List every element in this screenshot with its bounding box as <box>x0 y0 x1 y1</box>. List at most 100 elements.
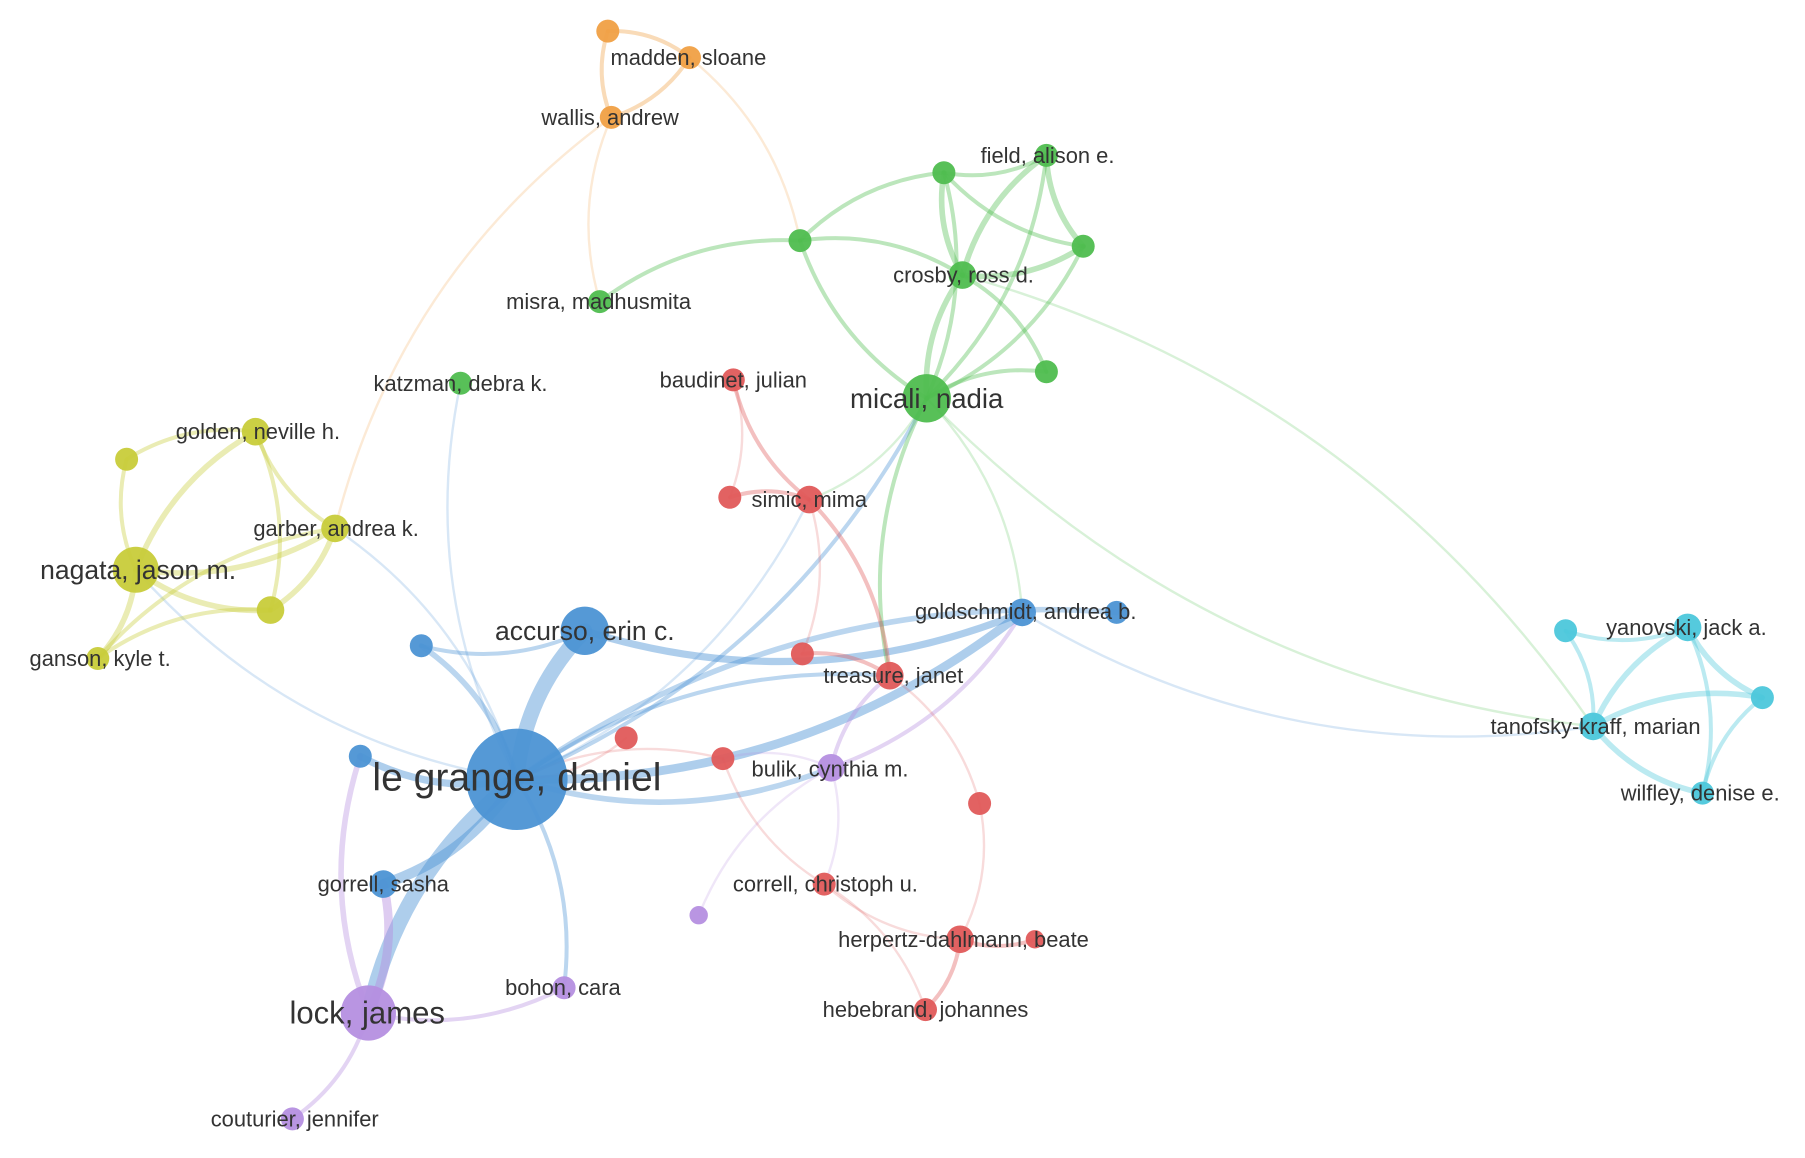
label-hebebrand: hebebrand, johannes <box>823 997 1029 1022</box>
edge-ganson-yellow_a <box>95 607 273 661</box>
label-madden: madden, sloane <box>611 45 767 70</box>
label-bulik: bulik, cynthia m. <box>752 757 909 782</box>
node-bulik[interactable] <box>817 754 845 782</box>
edge-garber-ganson <box>95 526 337 661</box>
edge-field-green_b <box>941 153 1049 178</box>
label-treasure: treasure, janet <box>823 663 963 688</box>
node-unlabeled-green_d[interactable] <box>1034 360 1058 384</box>
node-unlabeled-purple_a[interactable] <box>689 906 708 925</box>
node-couturier[interactable] <box>280 1107 304 1131</box>
label-wallis: wallis, andrew <box>540 105 679 130</box>
label-ganson: ganson, kyle t. <box>30 646 171 671</box>
node-wallis[interactable] <box>599 105 623 129</box>
node-simic[interactable] <box>795 485 824 514</box>
node-accurso[interactable] <box>560 606 609 655</box>
label-wilfley: wilfley, denise e. <box>1620 781 1780 806</box>
edge-herpertz-red_e <box>958 802 986 941</box>
label-legrange: le grange, daniel <box>372 757 661 800</box>
label-gorrell: gorrell, sasha <box>318 872 450 897</box>
edge-field-green_c <box>1043 152 1087 250</box>
edge-yanovski-wilfley <box>1685 625 1713 796</box>
edge-micali-treasure <box>877 396 929 678</box>
node-unlabeled-blue_a[interactable] <box>348 744 372 768</box>
node-yanovski[interactable] <box>1673 613 1702 642</box>
node-legrange[interactable] <box>466 728 568 830</box>
edge-tanofsky-cyan_a <box>1563 628 1596 729</box>
node-tanofsky[interactable] <box>1579 712 1607 741</box>
node-golden[interactable] <box>241 417 270 446</box>
edge-legrange-simic <box>515 498 811 781</box>
node-unlabeled-blue_b[interactable] <box>409 634 433 658</box>
label-goldschmidt: goldschmidt, andrea b. <box>915 599 1136 624</box>
node-wilfley[interactable] <box>1691 781 1714 805</box>
node-unlabeled-red_e[interactable] <box>968 792 992 815</box>
label-simic: simic, mima <box>752 487 868 512</box>
node-bohon[interactable] <box>552 976 576 1000</box>
node-unlabeled-red_f[interactable] <box>1025 930 1045 949</box>
edge-crosby-field <box>959 152 1050 278</box>
edge-simic-treasure <box>807 497 892 678</box>
edge-green_a-misra <box>597 238 803 304</box>
label-field: field, alison e. <box>981 143 1115 168</box>
node-field[interactable] <box>1034 143 1058 167</box>
node-herpertz[interactable] <box>946 925 974 954</box>
node-baudinet[interactable] <box>721 368 745 392</box>
node-crosby[interactable] <box>948 261 977 289</box>
node-unlabeled-blue_c[interactable] <box>1105 600 1129 624</box>
node-ganson[interactable] <box>86 647 110 670</box>
node-unlabeled-green_a[interactable] <box>788 229 812 253</box>
node-madden[interactable] <box>678 46 701 70</box>
node-unlabeled-red_d[interactable] <box>614 726 638 750</box>
node-unlabeled-red_b[interactable] <box>711 747 735 771</box>
edge-legrange-goldschmidt <box>512 608 1027 785</box>
label-couturier: couturier, jennifer <box>211 1106 379 1131</box>
edge-crosby-green_c <box>959 243 1087 280</box>
edge-herpertz-correll <box>823 882 962 941</box>
edge-bulik-purple_a <box>697 766 833 917</box>
node-unlabeled-cyan_a[interactable] <box>1554 619 1578 643</box>
edge-micali-goldschmidt <box>925 397 1024 614</box>
edge-bulik-goldschmidt <box>829 610 1025 770</box>
node-unlabeled-yellow_b[interactable] <box>115 447 139 471</box>
node-katzman[interactable] <box>449 371 472 395</box>
edge-green_a-green_b <box>798 170 946 243</box>
label-correll: correll, christoph u. <box>733 872 918 897</box>
node-nagata[interactable] <box>112 546 159 593</box>
edge-lock-blue_a <box>338 753 372 1016</box>
node-gorrell[interactable] <box>369 870 398 898</box>
node-unlabeled-orange_a[interactable] <box>596 19 620 43</box>
node-unlabeled-cyan_b[interactable] <box>1750 686 1774 710</box>
node-unlabeled-red_a[interactable] <box>790 642 814 666</box>
edge-wallis-misra <box>587 116 613 303</box>
edge-nagata-garber <box>133 525 338 576</box>
node-unlabeled-yellow_a[interactable] <box>256 596 285 624</box>
label-misra: misra, madhusmita <box>506 289 692 314</box>
node-correll[interactable] <box>812 872 836 896</box>
label-crosby: crosby, ross d. <box>893 263 1034 288</box>
node-unlabeled-red_c[interactable] <box>718 485 742 509</box>
node-hebebrand[interactable] <box>914 998 937 1022</box>
edge-crosby-green_d <box>960 273 1049 374</box>
node-unlabeled-green_c[interactable] <box>1071 234 1095 258</box>
edge-bulik-correll <box>823 766 840 886</box>
node-garber[interactable] <box>321 514 349 543</box>
edge-green_b-green_c <box>941 170 1086 249</box>
edge-golden-yellow_a <box>253 429 282 613</box>
edge-crosby-tanofsky <box>961 273 1595 728</box>
node-lock[interactable] <box>340 985 396 1041</box>
node-micali[interactable] <box>902 374 951 423</box>
edge-yanovski-tanofsky <box>1590 624 1691 730</box>
node-treasure[interactable] <box>876 661 904 690</box>
edge-madden-green_a <box>688 56 802 242</box>
node-goldschmidt[interactable] <box>1008 598 1036 627</box>
node-unlabeled-green_b[interactable] <box>932 161 956 185</box>
node-misra[interactable] <box>588 290 612 314</box>
edge-wallis-garber <box>333 116 613 530</box>
edge-legrange-nagata <box>134 568 519 781</box>
label-katzman: katzman, debra k. <box>374 371 548 396</box>
edge-yanovski-cyan_a <box>1563 625 1690 643</box>
edge-golden-yellow_b <box>124 427 258 462</box>
edge-legrange-katzman <box>446 382 519 781</box>
